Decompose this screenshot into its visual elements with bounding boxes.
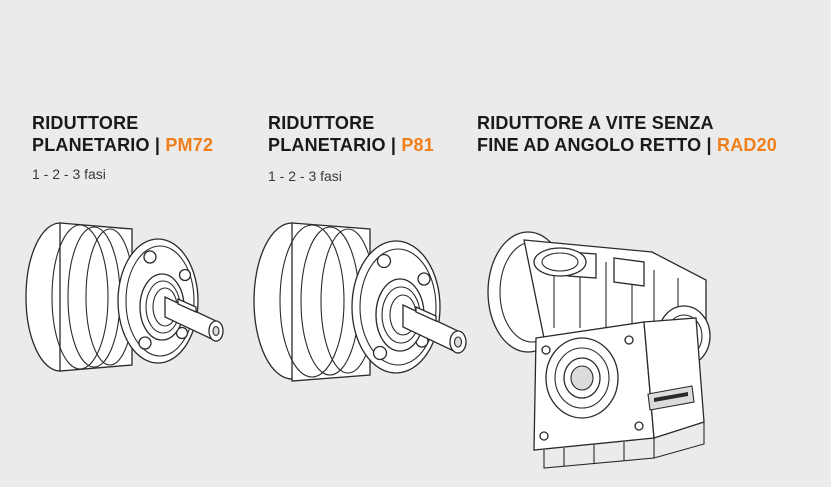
title-line-1: RIDUTTORE — [32, 113, 139, 133]
product-subtitle: 1 - 2 - 3 fasi — [32, 166, 106, 182]
planetary-gearbox-p81-illustration — [246, 215, 474, 395]
product-p81: RIDUTTORE PLANETARIO | P81 1 - 2 - 3 fas… — [268, 112, 434, 184]
title-line-1: RIDUTTORE A VITE SENZA — [477, 113, 714, 133]
product-code: PM72 — [165, 135, 214, 155]
product-title: RIDUTTORE PLANETARIO | P81 — [268, 112, 434, 156]
title-separator: | — [154, 135, 161, 155]
worm-gearbox-icon — [487, 231, 711, 469]
product-rad20: RIDUTTORE A VITE SENZA FINE AD ANGOLO RE… — [477, 112, 777, 156]
product-title: RIDUTTORE PLANETARIO | PM72 — [32, 112, 213, 156]
product-subtitle: 1 - 2 - 3 fasi — [268, 168, 342, 184]
title-separator: | — [706, 135, 712, 155]
planetary-gearbox-icon — [253, 222, 467, 382]
planetary-gearbox-pm72-illustration — [20, 215, 235, 385]
title-line-2: PLANETARIO — [32, 135, 150, 155]
product-code: P81 — [401, 135, 434, 155]
title-line-1: RIDUTTORE — [268, 113, 375, 133]
title-separator: | — [390, 135, 397, 155]
product-code: RAD20 — [717, 135, 778, 155]
worm-gearbox-rad20-illustration — [484, 218, 724, 483]
title-line-2: FINE AD ANGOLO RETTO — [477, 135, 702, 155]
planetary-gearbox-icon — [25, 222, 224, 372]
product-title: RIDUTTORE A VITE SENZA FINE AD ANGOLO RE… — [477, 112, 777, 156]
title-line-2: PLANETARIO — [268, 135, 386, 155]
product-pm72: RIDUTTORE PLANETARIO | PM72 1 - 2 - 3 fa… — [32, 112, 213, 182]
